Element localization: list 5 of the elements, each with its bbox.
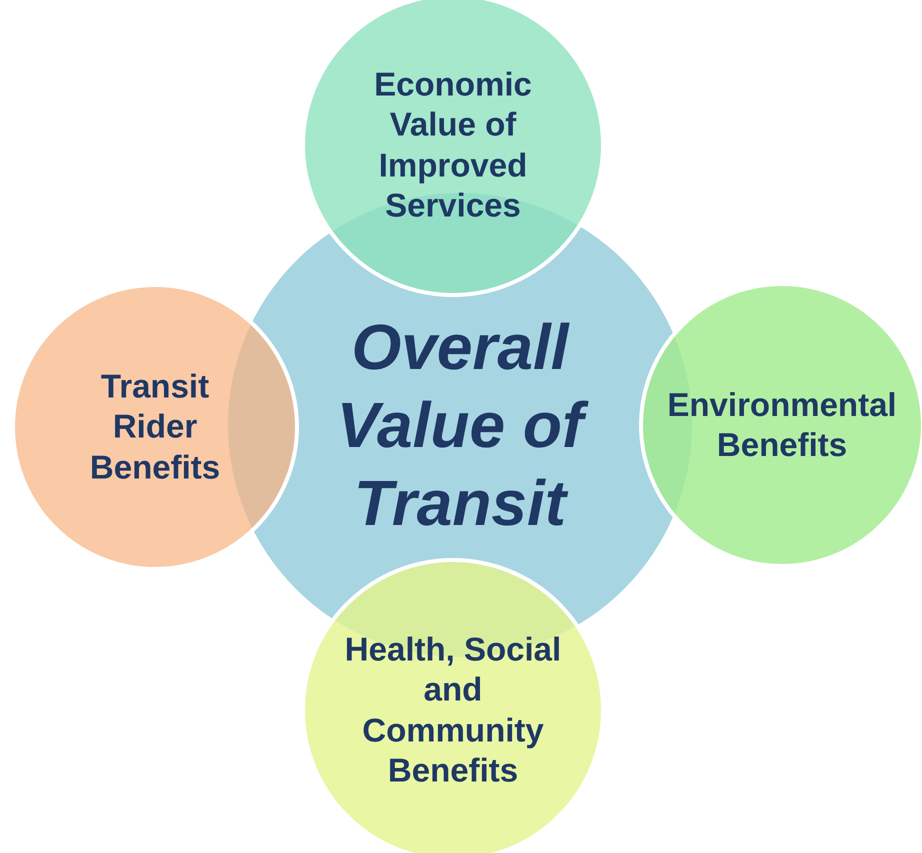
circle-label: Transit Rider Benefits [88, 366, 222, 488]
circle-label: Health, Social and Community Benefits [344, 630, 562, 790]
center-title: Overall Value of Transit [300, 308, 620, 542]
circle-label: Economic Value of Improved Services [373, 64, 533, 226]
circle-label: Environmental Benefits [666, 384, 898, 465]
